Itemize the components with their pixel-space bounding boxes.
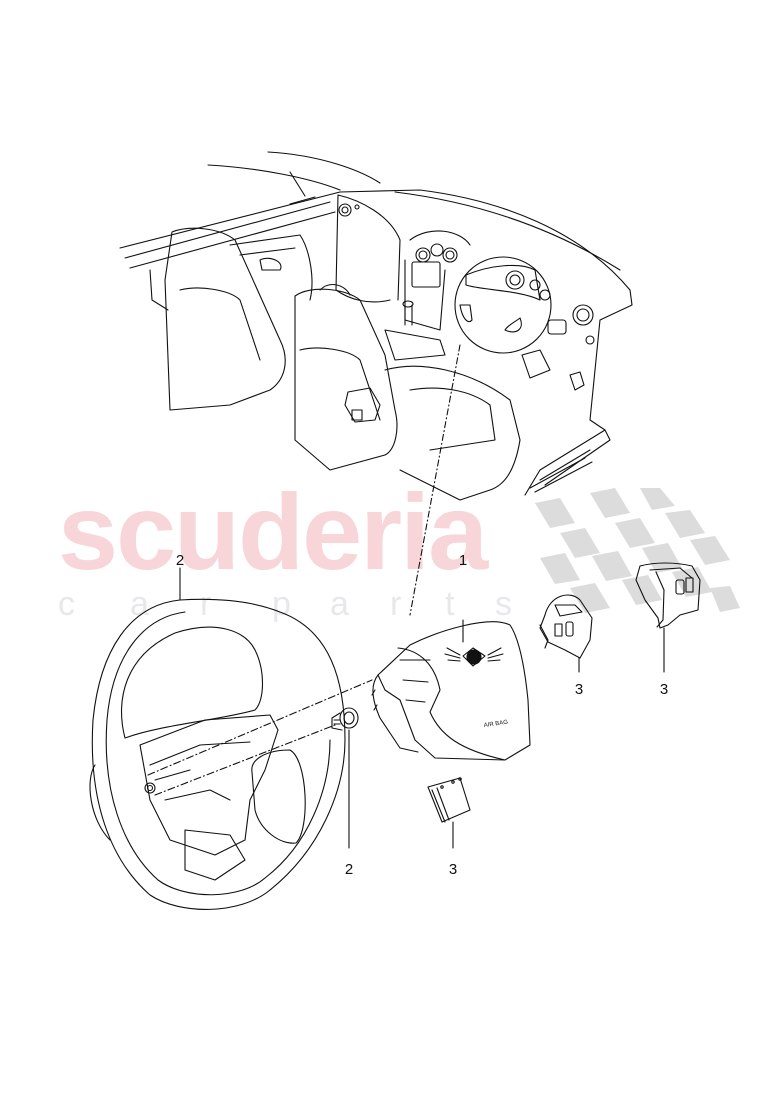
callout-3-left-switch: 3 [574, 681, 584, 698]
watermark-letter: a [130, 585, 149, 623]
bolt-illustration [331, 707, 359, 849]
airbag-label-text: AIR BAG [483, 720, 508, 729]
watermark-brand: scuderia [58, 471, 488, 592]
steering-wheel-illustration [89, 567, 373, 910]
watermark-letter: r [200, 585, 212, 623]
callout-1-airbag: 1 [458, 552, 468, 569]
callout-2-bolt: 2 [344, 861, 354, 878]
watermark-letter: r [390, 585, 402, 623]
callout-2-steering-wheel: 2 [175, 552, 185, 569]
left-switch-module-illustration [539, 594, 593, 673]
checkered-flag-icon [535, 488, 740, 613]
watermark-tagline: c a r p a r t s [0, 585, 778, 625]
watermark-letter: s [495, 585, 512, 623]
watermark-letter: p [272, 585, 291, 623]
watermark-letter: c [58, 585, 75, 623]
right-switch-module-illustration [635, 562, 701, 673]
watermark-letter: a [330, 585, 349, 623]
callout-3-right-switch: 3 [659, 681, 669, 698]
watermark-letter: t [445, 585, 455, 623]
callout-3-cover-plate: 3 [448, 861, 458, 878]
cover-plate-illustration [427, 777, 471, 849]
airbag-module-illustration [371, 619, 531, 761]
car-interior-illustration [119, 151, 633, 616]
